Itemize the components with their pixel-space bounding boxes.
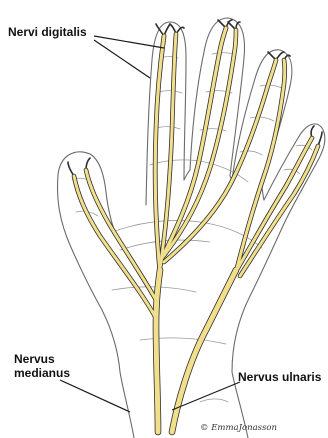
leader-digitalis-upper [94, 36, 164, 48]
palm-creases [72, 53, 312, 402]
nerve-tip-2 [170, 24, 184, 34]
nerve-ring-ulnar [236, 60, 285, 272]
leader-medianus [60, 380, 130, 412]
artist-credit: © EmmaJonasson [200, 423, 277, 433]
nerve-thumb-ulnar [86, 170, 156, 300]
index-finger-outline [146, 22, 186, 205]
label-nervus-medianus: Nervus medianus [14, 352, 70, 380]
label-nervi-digitalis: Nervi digitalis [8, 25, 87, 39]
nerve-tip-1 [156, 24, 170, 36]
nerve-tip-4 [228, 22, 240, 30]
nerve-little-radial [238, 138, 312, 268]
leader-digitalis-lower [94, 40, 150, 78]
wrist-outline-left [120, 372, 134, 438]
label-nervus-medianus-line2: medianus [14, 366, 70, 380]
nerve-thumb-radial [74, 176, 156, 318]
label-nervus-ulnaris: Nervus ulnaris [238, 370, 321, 384]
label-nervus-medianus-line1: Nervus [14, 352, 70, 366]
nerve-ulnar-trunk [172, 270, 236, 432]
